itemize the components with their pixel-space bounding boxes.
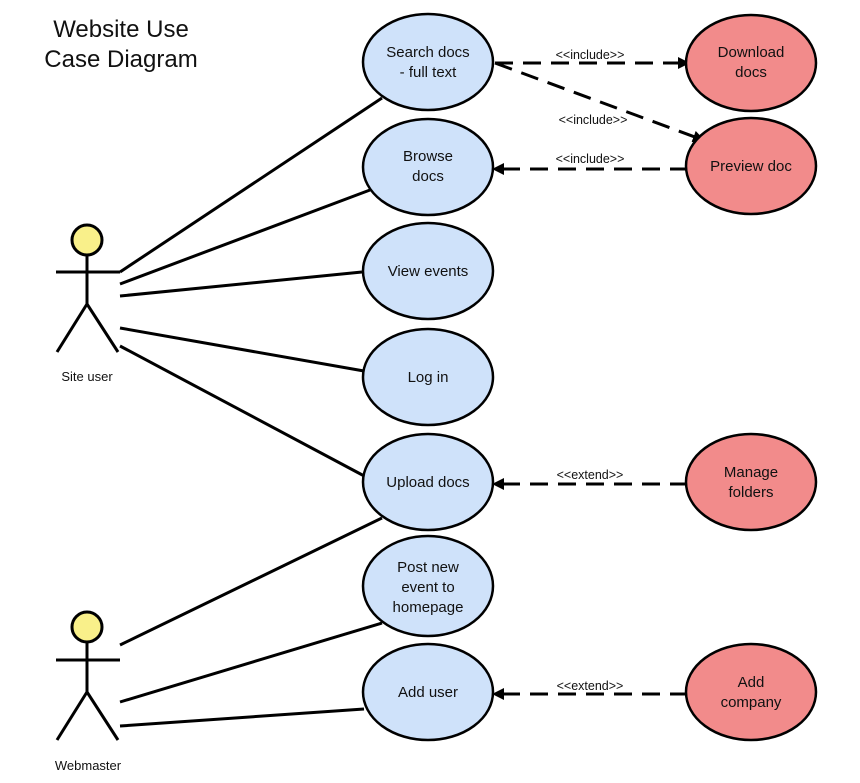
actor-site-user: Site user: [55, 223, 120, 384]
use-case-label-line: Add user: [398, 684, 458, 701]
use-case-view-events: View events: [361, 221, 495, 321]
association-siteuser-search: [119, 96, 383, 274]
diagram-title-line-2: Case Diagram: [44, 46, 197, 73]
use-case-label-line: View events: [388, 263, 469, 280]
relationship-label-preview-browse: <<include>>: [556, 152, 625, 166]
actor-label-webmaster: Webmaster: [55, 758, 122, 773]
use-case-label-line: event to: [401, 579, 454, 596]
use-case-add-user: Add user: [361, 642, 495, 742]
use-case-browse-docs: Browse docs: [361, 117, 495, 217]
use-case-label-line: Preview doc: [710, 158, 792, 175]
use-case-label-line: Add: [738, 674, 765, 691]
use-case-log-in: Log in: [361, 327, 495, 427]
use-case-label-line: folders: [728, 484, 773, 501]
association-webmaster-post: [119, 621, 383, 704]
association-siteuser-events: [119, 270, 363, 298]
use-case-label-line: Upload docs: [386, 474, 469, 491]
relationship-label-search-preview: <<include>>: [559, 113, 628, 127]
relationship-label-manage-upload: <<extend>>: [557, 468, 624, 482]
use-case-label-line: Download: [718, 44, 785, 61]
actor-head-icon: [70, 610, 104, 644]
association-webmaster-adduser: [119, 707, 365, 728]
use-case-upload-docs: Upload docs: [361, 432, 495, 532]
association-webmaster-upload: [119, 516, 383, 647]
association-siteuser-login: [119, 326, 365, 373]
use-case-label-line: company: [721, 694, 782, 711]
actor-head-icon: [70, 223, 104, 257]
use-case-label-line: Post new: [397, 559, 459, 576]
use-case-label-line: docs: [735, 64, 767, 81]
include-arrow-search-preview: [494, 61, 705, 143]
use-case-label-line: Browse: [403, 148, 453, 165]
relationship-label-company-adduser: <<extend>>: [557, 679, 624, 693]
actor-webmaster: Webmaster: [55, 610, 122, 773]
actor-label-site-user: Site user: [61, 369, 113, 384]
use-case-add-company: Add company: [684, 642, 818, 742]
diagram-title-line-1: Website Use: [53, 16, 189, 43]
use-case-label-line: Search docs: [386, 44, 469, 61]
use-case-label-line: - full text: [400, 64, 458, 81]
use-case-download-docs: Download docs: [684, 13, 818, 113]
use-case-preview-doc: Preview doc: [684, 116, 818, 216]
use-case-manage-folders: Manage folders: [684, 432, 818, 532]
use-case-label-line: homepage: [393, 599, 464, 616]
use-case-post-new-event: Post new event to homepage: [361, 534, 495, 638]
association-siteuser-upload: [119, 344, 369, 480]
association-siteuser-browse: [119, 188, 371, 286]
relationship-label-search-download: <<include>>: [556, 48, 625, 62]
use-case-label-line: Manage: [724, 464, 778, 481]
use-case-label-line: docs: [412, 168, 444, 185]
use-case-search-docs: Search docs - full text: [361, 12, 495, 112]
use-case-label-line: Log in: [408, 369, 449, 386]
